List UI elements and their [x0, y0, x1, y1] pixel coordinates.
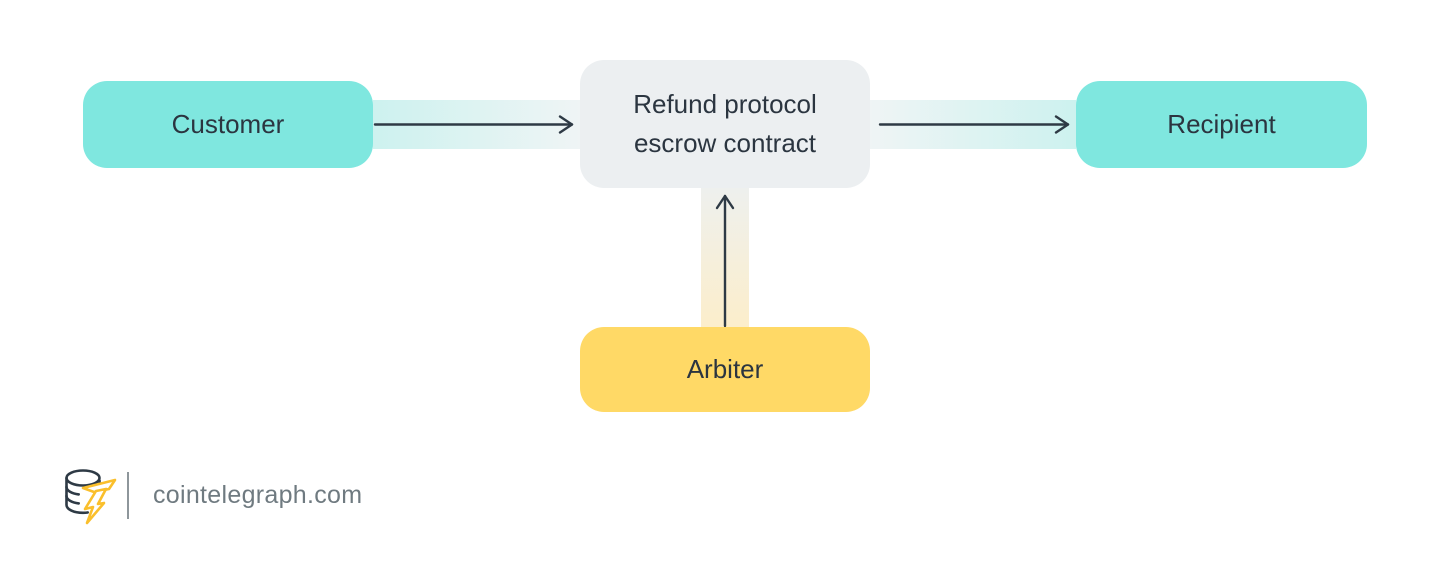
cointelegraph-logo-icon [65, 469, 117, 525]
brand-footer: cointelegraph.com [58, 464, 362, 526]
node-recipient: Recipient [1076, 81, 1367, 168]
flow-band-escrow-to-recipient [870, 100, 1076, 149]
node-customer-label: Customer [171, 109, 285, 139]
flow-band-arbiter-to-escrow [701, 188, 749, 327]
node-arbiter-label: Arbiter [686, 354, 764, 384]
node-recipient-label: Recipient [1167, 109, 1276, 139]
node-customer: Customer [83, 81, 373, 168]
node-escrow-contract: Refund protocol escrow contract [580, 60, 870, 188]
brand-domain-text: cointelegraph.com [153, 480, 363, 509]
brand-divider [127, 471, 129, 519]
flow-band-customer-to-escrow [373, 100, 580, 149]
node-escrow-contract-label: Refund protocol escrow contract [633, 89, 817, 158]
node-arbiter: Arbiter [580, 327, 870, 412]
